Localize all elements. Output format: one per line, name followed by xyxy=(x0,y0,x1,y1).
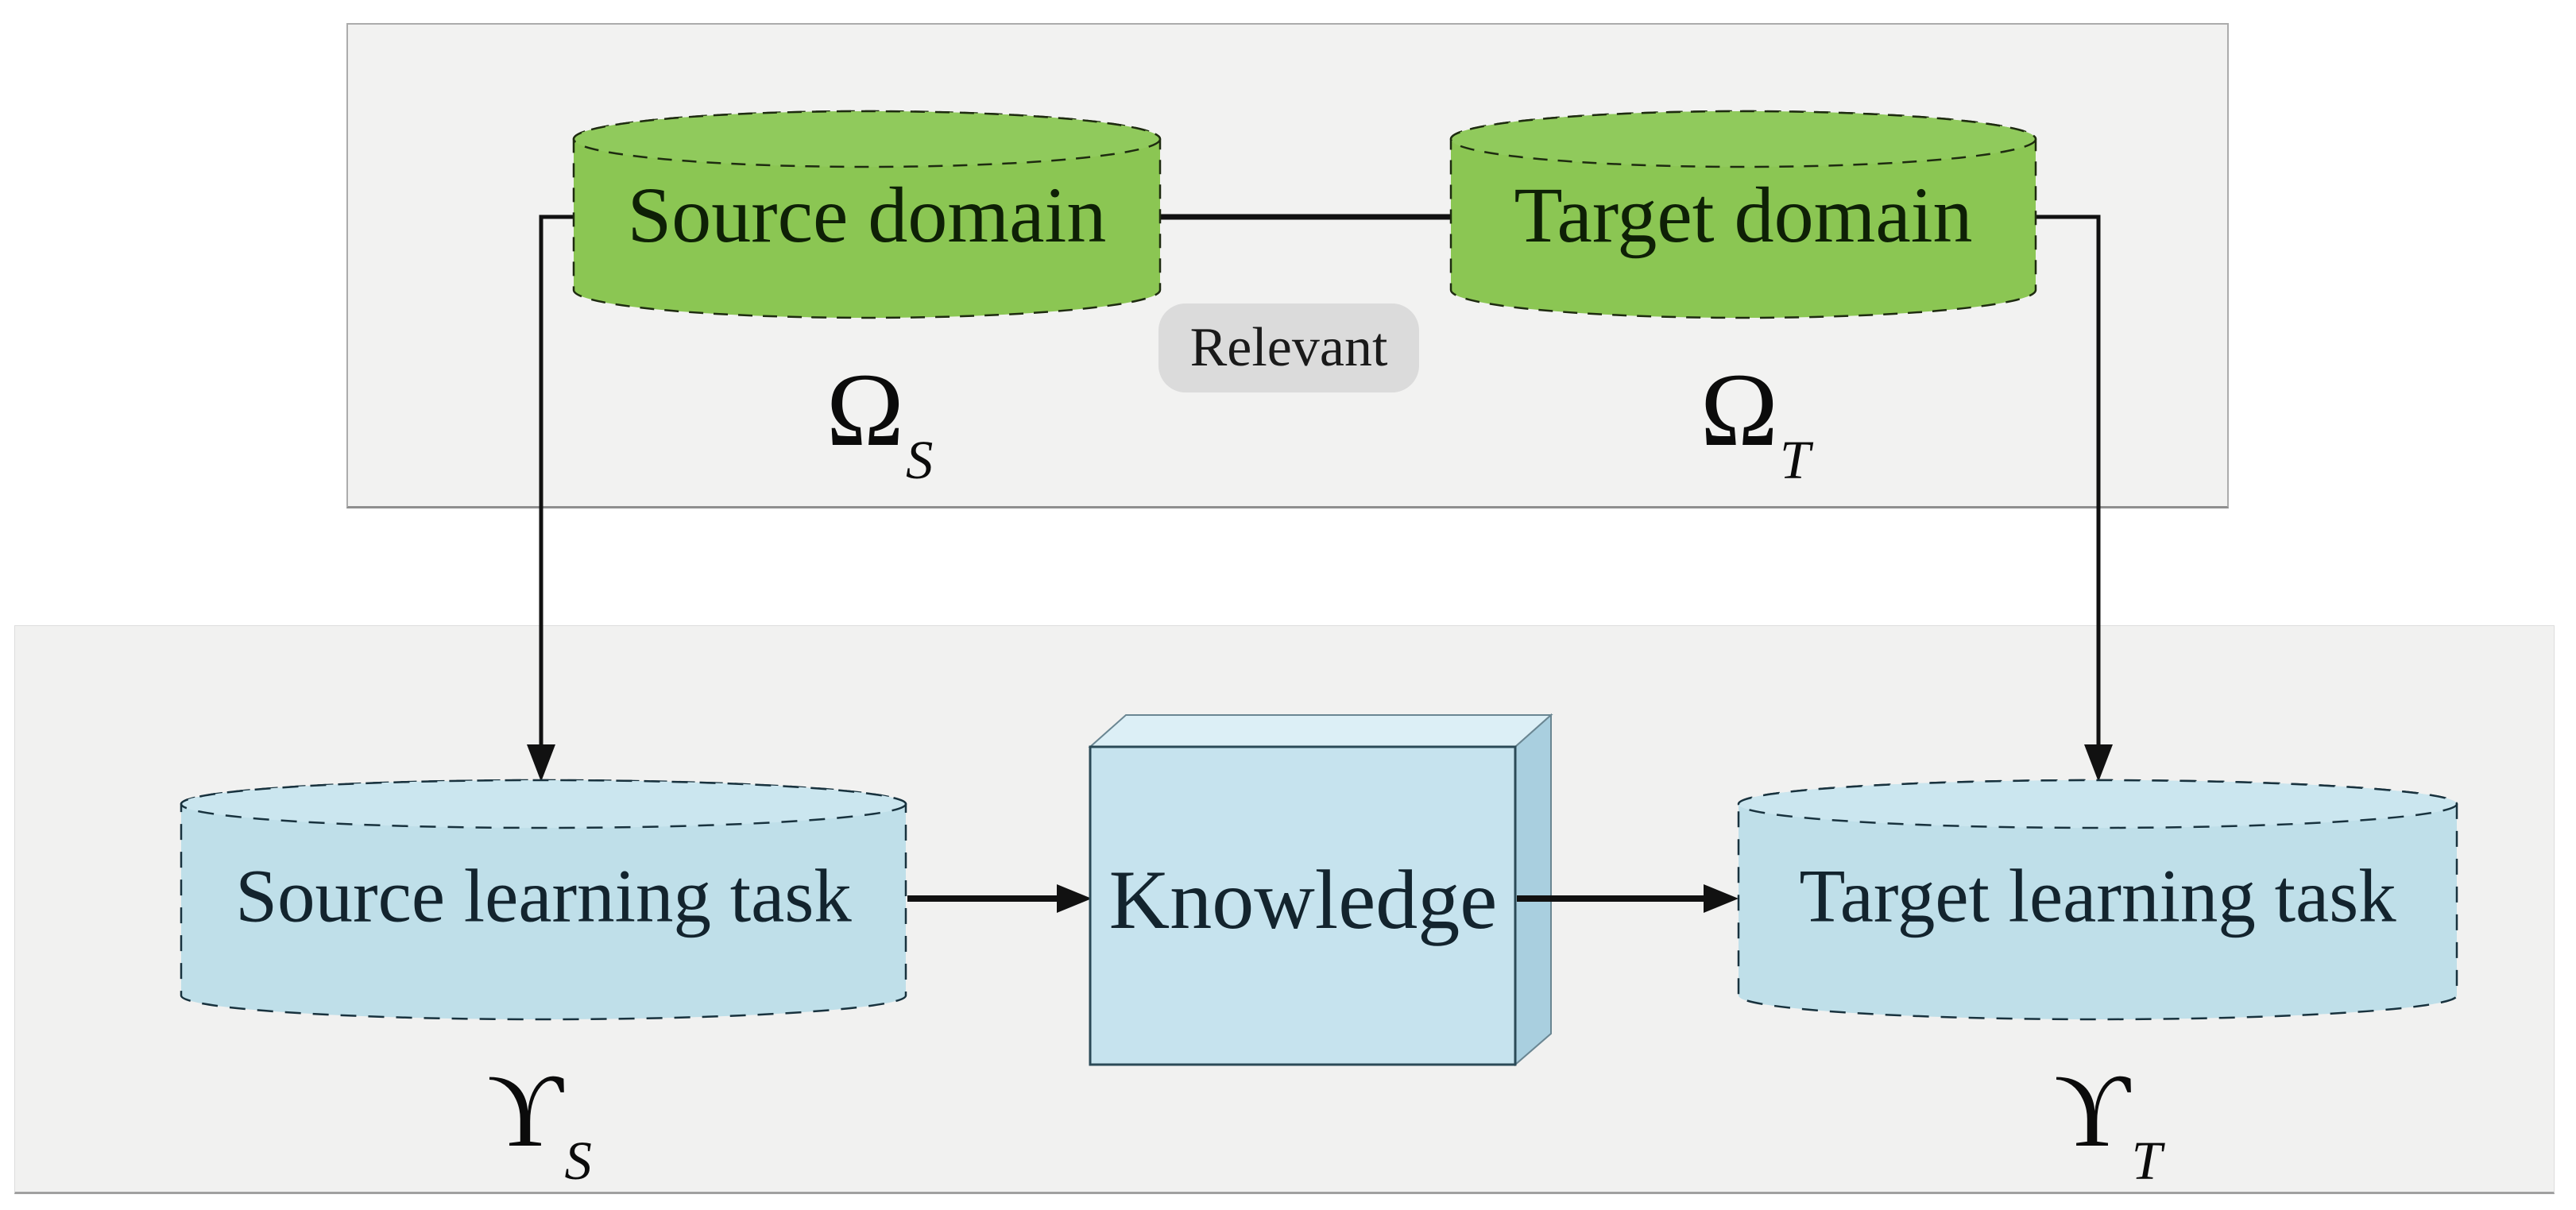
relevant-badge-label: Relevant xyxy=(1189,317,1388,378)
target-task-label: Target learning task xyxy=(1799,853,2396,938)
source-task-label: Source learning task xyxy=(235,853,852,938)
target-task-cylinder xyxy=(1737,779,2458,1021)
target-domain-to-task-arrow-line xyxy=(2034,215,2101,745)
source-domain-symbol-subscript: S xyxy=(905,430,934,491)
target-domain-symbol: ΩT xyxy=(1700,358,1810,488)
source-domain-symbol: ΩS xyxy=(826,358,933,488)
knowledge-box xyxy=(1088,713,1553,1067)
source-task-to-knowledge-arrowhead-icon xyxy=(1057,884,1092,913)
target-domain-symbol-letter: Ω xyxy=(1700,351,1778,468)
target-task-symbol-subscript: T xyxy=(2131,1131,2162,1192)
target-domain-cylinder xyxy=(1449,110,2037,319)
source-domain-to-task-arrow-line xyxy=(539,215,575,745)
relevant-badge: Relevant xyxy=(1158,303,1419,392)
knowledge-label: Knowledge xyxy=(1108,853,1498,946)
source-domain-symbol-letter: Ω xyxy=(826,351,904,468)
source-task-cylinder xyxy=(180,779,907,1021)
target-domain-to-task-arrowhead-icon xyxy=(2084,744,2113,782)
knowledge-to-target-task-arrowhead-icon xyxy=(1704,884,1739,913)
source-task-symbol: ϒS xyxy=(487,1058,592,1189)
source-domain-to-task-arrowhead-icon xyxy=(527,744,555,782)
source-task-symbol-letter: ϒ xyxy=(487,1052,563,1169)
target-domain-label: Target domain xyxy=(1514,171,1973,259)
source-domain-cylinder xyxy=(572,110,1162,319)
target-task-symbol: ϒT xyxy=(2054,1058,2162,1189)
target-domain-symbol-subscript: T xyxy=(1780,430,1811,491)
source-domain-label: Source domain xyxy=(627,171,1107,259)
target-task-symbol-letter: ϒ xyxy=(2054,1052,2130,1169)
source-task-symbol-subscript: S xyxy=(564,1131,592,1192)
